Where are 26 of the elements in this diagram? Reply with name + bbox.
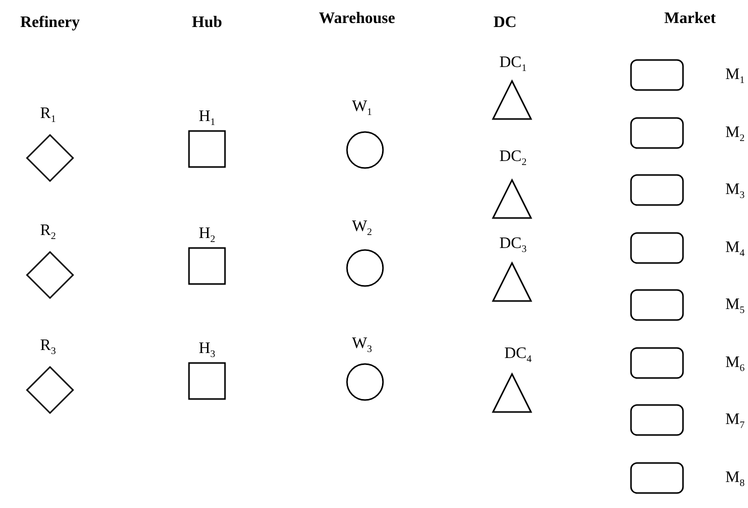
node-label: M$_{2}$: [725, 124, 745, 146]
node-label: M$_{5}$: [725, 296, 745, 318]
node-label: DC$_{3}$: [499, 235, 527, 258]
node-label: H$_{1}$: [198, 108, 216, 130]
column-heading: Warehouse: [318, 10, 396, 28]
column-heading: Hub: [192, 14, 222, 32]
node-label: R$_{3}$: [40, 337, 56, 360]
node-label: M$_{6}$: [725, 354, 745, 376]
node-label: DC$_{2}$: [499, 148, 527, 170]
column-heading: Market: [664, 10, 716, 28]
node-label: M$_{3}$: [725, 181, 745, 204]
node-label: M$_{1}$: [725, 66, 745, 88]
node-label: H$_{3}$: [198, 340, 216, 362]
node-label: DC$_{1}$: [499, 54, 527, 76]
node-label: DC$_{4}$: [504, 345, 532, 368]
node-label: M$_{4}$: [725, 239, 745, 262]
column-heading: DC: [493, 14, 517, 32]
node-label: M$_{7}$: [725, 411, 745, 434]
node-label: H$_{2}$: [198, 225, 216, 248]
node-label: R$_{1}$: [40, 105, 56, 128]
column-heading: Refinery: [20, 14, 80, 32]
node-label: R$_{2}$: [40, 222, 56, 244]
node-label: W$_{3}$: [352, 335, 372, 358]
node-label: M$_{8}$: [725, 469, 745, 492]
node-label: W$_{2}$: [352, 218, 372, 240]
node-label: W$_{1}$: [352, 98, 372, 120]
